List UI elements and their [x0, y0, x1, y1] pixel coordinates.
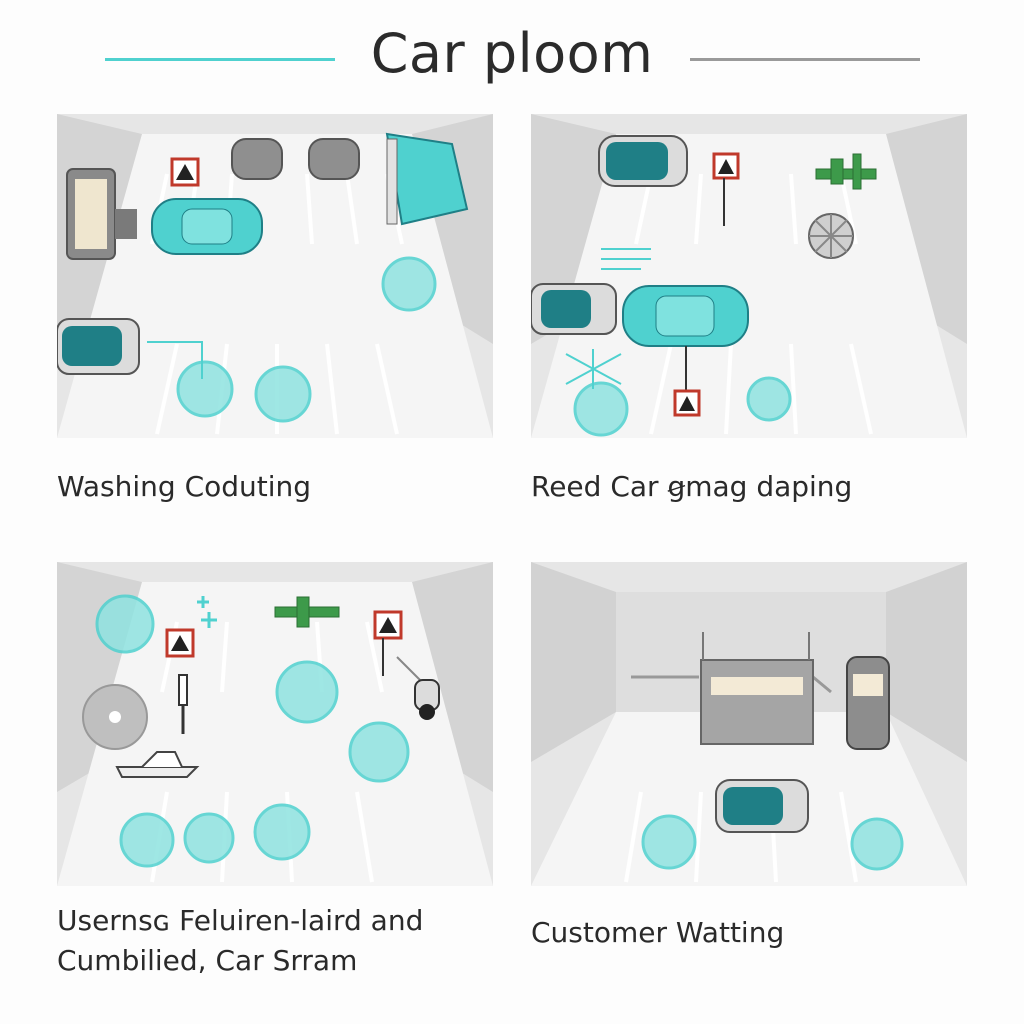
caption-waiting: Customer Watting [531, 916, 785, 949]
caption-service-line1: Usernѕɢ Feluiren‐laird and [57, 904, 424, 937]
car-icon [531, 283, 617, 335]
panel-drying [531, 114, 967, 438]
water-bubble-icon [95, 594, 410, 868]
panel-washing [57, 114, 493, 438]
car-icon [598, 135, 688, 187]
dryer-arch-icon [385, 132, 469, 226]
warning-sign-icon [673, 389, 701, 417]
waiting-scene [531, 562, 967, 886]
vacuum-icon [414, 679, 440, 720]
washing-machine-icon [66, 168, 137, 260]
drying-scene [531, 114, 967, 438]
caption-service-line2: Cumbilied, Car Srram [57, 944, 358, 977]
machine-icon [274, 596, 340, 628]
fan-icon [808, 213, 854, 259]
brush-tool-icon [178, 674, 188, 734]
brush-unit-icon [231, 138, 360, 180]
title-rule-right [690, 58, 920, 61]
warning-sign-icon [373, 610, 403, 676]
car-icon [715, 779, 809, 833]
plus-icon [197, 596, 217, 628]
water-bubble-icon [641, 814, 904, 871]
car-icon [622, 285, 749, 392]
water-bubble-icon [573, 376, 792, 437]
page-title: Car ploom [370, 22, 654, 85]
machine-icon [815, 153, 877, 190]
service-scene [57, 562, 493, 886]
car-icon [57, 318, 140, 375]
washing-scene [57, 114, 493, 438]
warning-sign-icon [170, 157, 200, 187]
caption-drying: Reed Car ꞡmag daping [531, 470, 853, 503]
disc-icon [82, 684, 148, 750]
warning-sign-icon [712, 152, 740, 226]
caption-washing: Washing Coduting [57, 470, 312, 503]
title-rule-left [105, 58, 335, 61]
panel-customer-service [57, 562, 493, 886]
car-icon [846, 656, 890, 750]
boat-icon [115, 751, 200, 778]
warning-sign-icon [165, 628, 195, 658]
panel-customer-waiting [531, 562, 967, 886]
water-bubble-icon [176, 256, 437, 423]
car-icon [151, 198, 263, 255]
service-counter-icon [700, 632, 814, 745]
